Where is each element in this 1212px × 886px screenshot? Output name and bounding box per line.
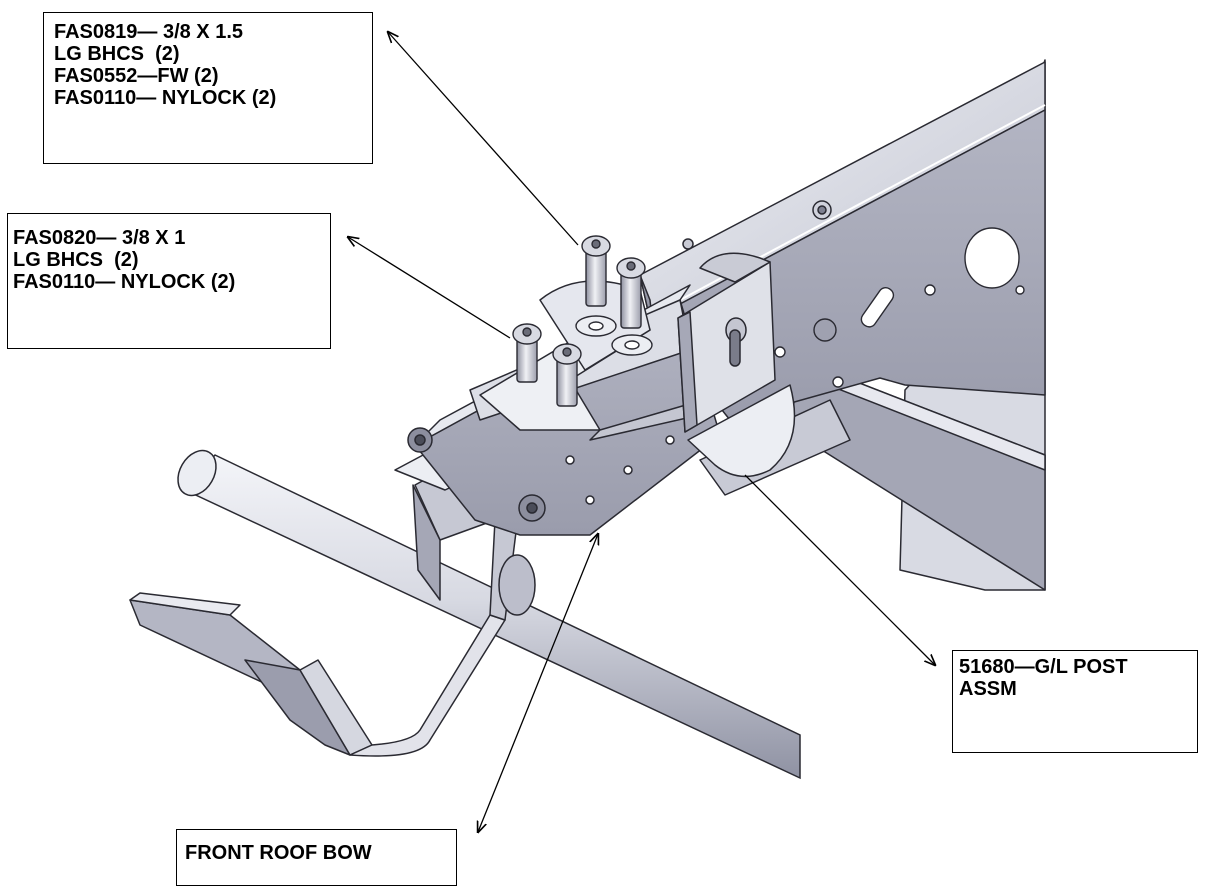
callout-line: ASSM (959, 678, 1017, 700)
short-bolts (512, 323, 582, 407)
callout-line: LG BHCS (2) (13, 249, 139, 271)
long-bolts (581, 235, 646, 329)
leader-post-assembly (744, 474, 935, 665)
washers (575, 315, 653, 356)
rail-holes (774, 227, 1025, 388)
callout-line: LG BHCS (2) (54, 43, 180, 65)
leader-lines (348, 32, 935, 832)
callout-line: FAS0552—FW (2) (54, 65, 219, 87)
callout-line: FRONT ROOF BOW (185, 842, 372, 864)
post-bracket (677, 252, 796, 478)
callout-long-bolts: FAS0819— 3/8 X 1.5 LG BHCS (2) FAS0552—F… (43, 12, 373, 164)
leader-long-bolts (388, 32, 579, 246)
callout-line: FAS0819— 3/8 X 1.5 (54, 21, 244, 43)
callout-line: FAS0110— NYLOCK (2) (54, 87, 277, 109)
callout-short-bolts: FAS0820— 3/8 X 1 LG BHCS (2) FAS0110— NY… (7, 213, 331, 349)
callout-line: FAS0820— 3/8 X 1 (13, 227, 186, 249)
callout-line: 51680—G/L POST (959, 656, 1128, 678)
leader-front-roof-bow (478, 534, 598, 832)
leader-short-bolts (348, 237, 511, 339)
callout-post-assembly: 51680—G/L POST ASSM (952, 650, 1198, 753)
callout-front-roof-bow: FRONT ROOF BOW (176, 829, 457, 886)
callout-line: FAS0110— NYLOCK (2) (13, 271, 236, 293)
